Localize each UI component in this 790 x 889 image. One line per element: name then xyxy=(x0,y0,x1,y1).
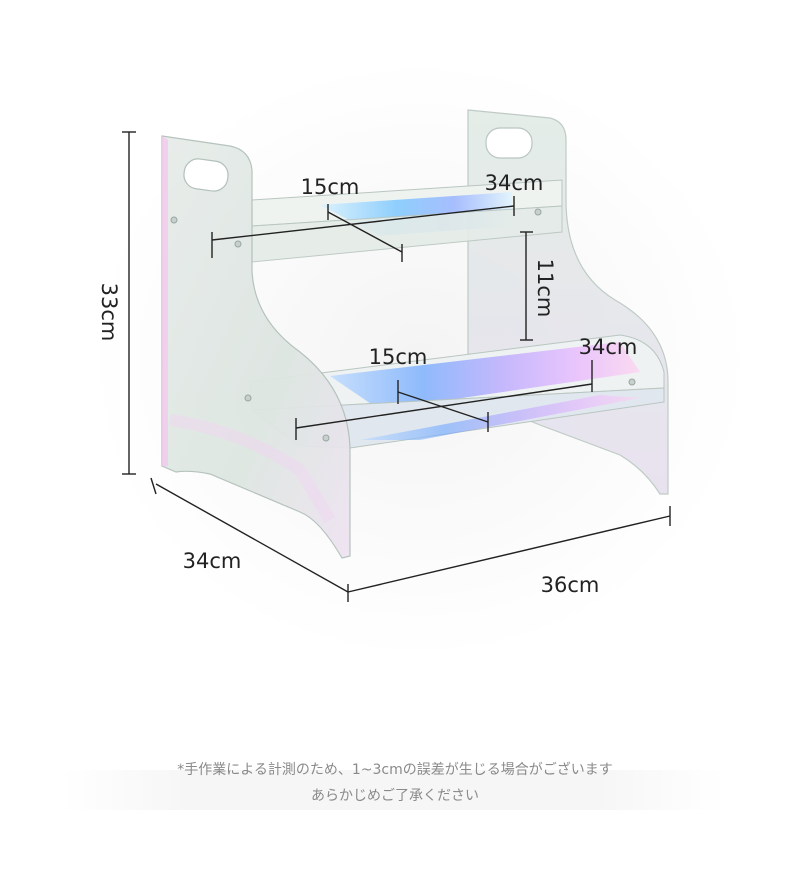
measurement-note-line2: あらかじめご了承ください xyxy=(311,788,479,804)
dimension-lines xyxy=(122,131,671,602)
lower-step xyxy=(249,334,665,449)
depth-label: 34cm xyxy=(183,549,242,573)
upper-step xyxy=(251,179,563,263)
left-side-panel xyxy=(161,135,351,559)
upper-step-depth-label: 15cm xyxy=(301,175,360,199)
width-label: 36cm xyxy=(541,573,600,597)
screws xyxy=(170,208,636,442)
lower-step-width-label: 34cm xyxy=(579,335,638,359)
measurement-note-line1: *手作業による計測のため、1~3cmの誤差が生じる場合がございます xyxy=(177,762,613,778)
height-label: 33cm xyxy=(97,283,121,342)
lower-step-depth-label: 15cm xyxy=(369,345,428,369)
upper-step-width-label: 34cm xyxy=(485,171,544,195)
step-gap-label: 11cm xyxy=(533,259,557,318)
note-background xyxy=(62,770,724,810)
